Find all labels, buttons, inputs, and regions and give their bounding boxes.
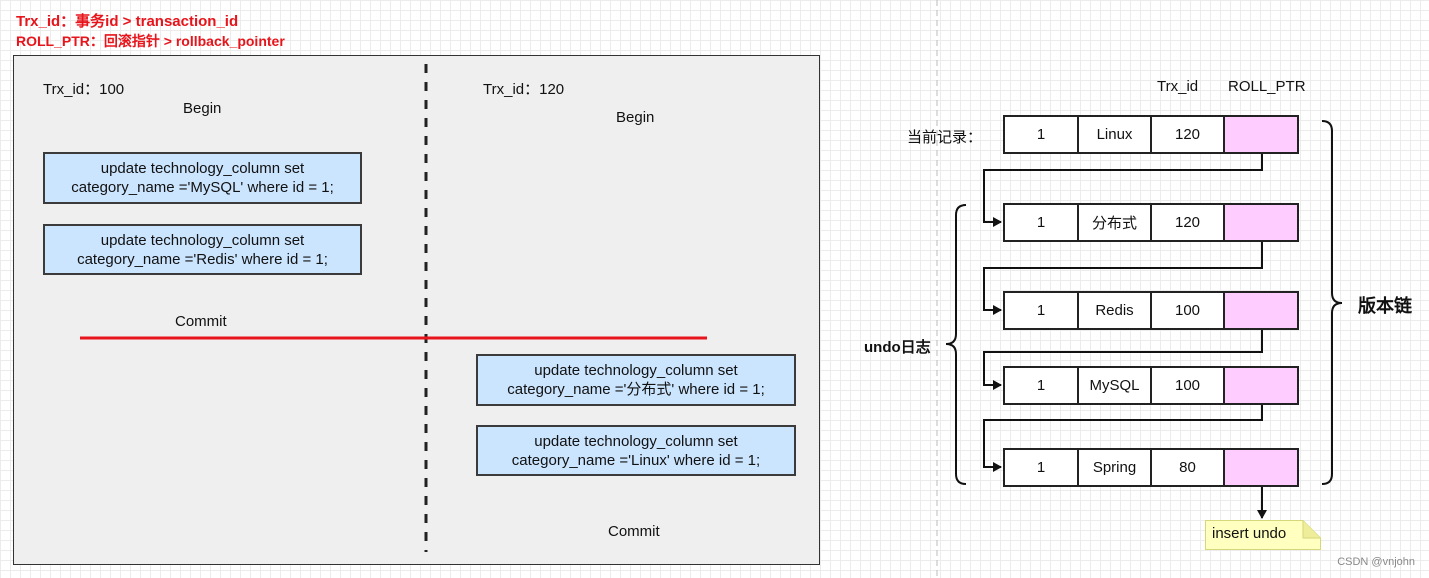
chain-connector-3 xyxy=(983,330,1263,390)
undo-row-2: 1 Redis 100 xyxy=(1003,291,1299,330)
current-record-label: 当前记录： xyxy=(907,129,983,146)
record-id: 1 xyxy=(1005,117,1079,152)
record-roll-ptr xyxy=(1225,368,1297,403)
record-value: Redis xyxy=(1079,293,1152,328)
chain-connector-1 xyxy=(983,154,1263,227)
sql-line: category_name ='分布式' where id = 1; xyxy=(507,381,765,398)
note-shape xyxy=(1205,520,1321,550)
watermark: CSDN @vnjohn xyxy=(1337,556,1415,568)
sql-line: category_name ='Redis' where id = 1; xyxy=(77,250,328,268)
transaction-panel xyxy=(13,55,820,565)
sql-line: update technology_column set xyxy=(534,362,738,379)
tx2-commit: Commit xyxy=(608,523,660,540)
record-trx-id: 80 xyxy=(1152,450,1225,485)
version-chain-brace xyxy=(1321,120,1343,485)
tx2-begin: Begin xyxy=(616,109,655,126)
record-trx-id: 100 xyxy=(1152,293,1225,328)
record-roll-ptr xyxy=(1225,117,1297,152)
record-id: 1 xyxy=(1005,368,1079,403)
tx2-update-linux: update technology_column set category_na… xyxy=(476,425,796,476)
record-value: Spring xyxy=(1079,450,1152,485)
record-value: 分布式 xyxy=(1079,205,1152,240)
record-trx-id: 100 xyxy=(1152,368,1225,403)
undo-row-1: 1 分布式 120 xyxy=(1003,203,1299,242)
undo-log-label: undo日志 xyxy=(864,339,931,356)
tx2-update-distributed: update technology_column set category_na… xyxy=(476,354,796,406)
version-chain-label: 版本链 xyxy=(1358,296,1412,316)
insert-undo-note: insert undo xyxy=(1205,520,1321,550)
sql-line: category_name ='Linux' where id = 1; xyxy=(511,451,761,469)
tx1-update-mysql: update technology_column set category_na… xyxy=(43,152,362,204)
insert-undo-label: insert undo xyxy=(1212,525,1287,542)
undo-row-4: 1 Spring 80 xyxy=(1003,448,1299,487)
sql-line: category_name ='MySQL' where id = 1; xyxy=(71,179,334,196)
record-roll-ptr xyxy=(1225,293,1297,328)
record-value: Linux xyxy=(1079,117,1152,152)
tx2-trx-id: Trx_id：120 xyxy=(483,81,565,98)
legend-roll-ptr: ROLL_PTR：回滚指针 > rollback_pointer xyxy=(16,33,285,49)
record-value: MySQL xyxy=(1079,368,1152,403)
record-trx-id: 120 xyxy=(1152,117,1225,152)
undo-row-3: 1 MySQL 100 xyxy=(1003,366,1299,405)
record-id: 1 xyxy=(1005,450,1079,485)
undo-log-brace xyxy=(945,204,967,485)
record-roll-ptr xyxy=(1225,205,1297,240)
legend-trx-id: Trx_id：事务id > transaction_id xyxy=(16,13,239,30)
record-roll-ptr xyxy=(1225,450,1297,485)
header-trx-id: Trx_id xyxy=(1157,78,1199,95)
chain-connector-4 xyxy=(983,405,1263,472)
sql-line: update technology_column set xyxy=(534,432,738,450)
record-trx-id: 120 xyxy=(1152,205,1225,240)
record-row-current: 1 Linux 120 xyxy=(1003,115,1299,154)
tx1-update-redis: update technology_column set category_na… xyxy=(43,224,362,275)
tx1-begin: Begin xyxy=(183,100,222,117)
record-id: 1 xyxy=(1005,205,1079,240)
sql-line: update technology_column set xyxy=(100,231,305,249)
tx1-trx-id: Trx_id：100 xyxy=(43,81,125,98)
record-id: 1 xyxy=(1005,293,1079,328)
sql-line: update technology_column set xyxy=(100,160,305,177)
header-roll-ptr: ROLL_PTR xyxy=(1228,78,1306,95)
tx1-commit: Commit xyxy=(175,313,227,330)
chain-connector-2 xyxy=(983,242,1263,315)
